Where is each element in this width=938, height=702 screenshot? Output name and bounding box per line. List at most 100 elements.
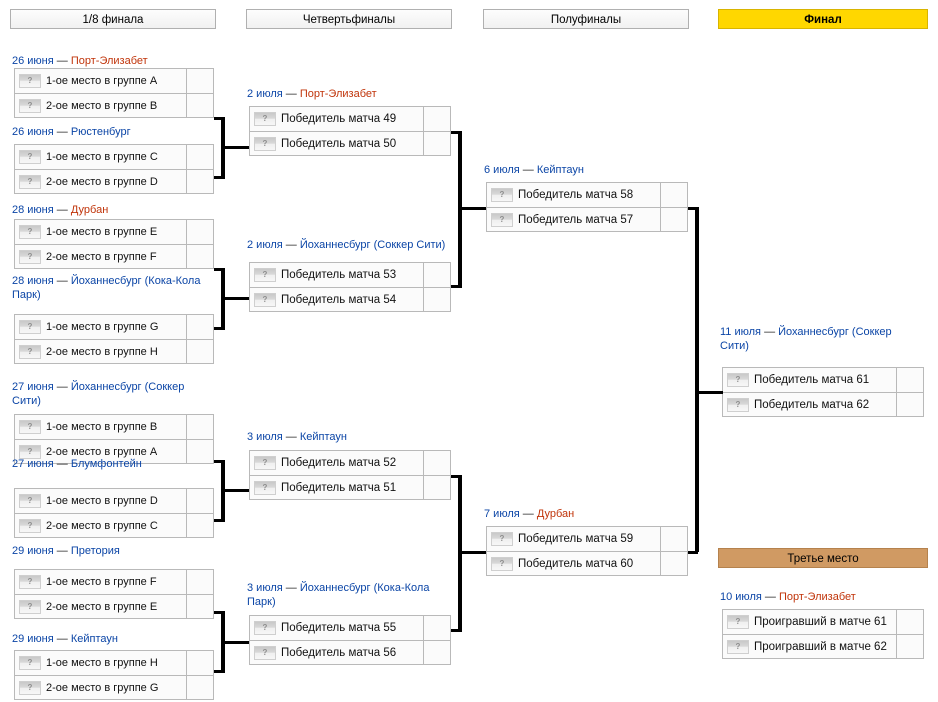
match-date[interactable]: 10 июля — [720, 591, 762, 603]
team-row[interactable]: ?Победитель матча 58 — [487, 183, 687, 207]
team-row[interactable]: ?Победитель матча 53 — [250, 263, 450, 287]
caption-separator: — — [282, 582, 300, 594]
match-date[interactable]: 7 июля — [484, 508, 520, 520]
match-venue[interactable]: Йоханнесбург (Соккер Сити) — [299, 239, 446, 251]
match-venue[interactable]: Порт-Элизабет — [299, 88, 377, 100]
match-date[interactable]: 6 июля — [484, 164, 520, 176]
caption-separator: — — [53, 55, 71, 67]
team-cell: ?Победитель матча 59 — [487, 527, 661, 551]
team-row[interactable]: ?Победитель матча 50 — [250, 131, 450, 155]
match-venue[interactable]: Порт-Элизабет — [70, 55, 148, 67]
match-date[interactable]: 2 июля — [247, 239, 283, 251]
team-row[interactable]: ?Победитель матча 55 — [250, 616, 450, 640]
match-box-r16-7[interactable]: ?1-ое место в группе F?2-ое место в груп… — [14, 569, 214, 619]
team-cell: ?2-ое место в группе H — [15, 340, 187, 363]
caption-separator: — — [53, 381, 71, 393]
match-date[interactable]: 2 июля — [247, 88, 283, 100]
team-cell: ?Победитель матча 51 — [250, 476, 424, 499]
unknown-flag-icon: ? — [254, 136, 276, 151]
match-date[interactable]: 11 июля — [720, 326, 762, 338]
team-row[interactable]: ?Проигравший в матче 62 — [723, 634, 923, 658]
team-row[interactable]: ?1-ое место в группе B — [15, 415, 213, 439]
match-box-sf-2[interactable]: ?Победитель матча 59?Победитель матча 60 — [486, 526, 688, 576]
team-row[interactable]: ?1-ое место в группе D — [15, 489, 213, 513]
match-box-qf-4[interactable]: ?Победитель матча 55?Победитель матча 56 — [249, 615, 451, 665]
match-box-third-place[interactable]: ?Проигравший в матче 61?Проигравший в ма… — [722, 609, 924, 659]
match-date[interactable]: 28 июня — [12, 204, 54, 216]
match-venue[interactable]: Йоханнесбург (Соккер Сити) — [720, 326, 892, 352]
unknown-flag-icon: ? — [19, 680, 41, 695]
match-date[interactable]: 29 июня — [12, 545, 54, 557]
match-box-qf-2[interactable]: ?Победитель матча 53?Победитель матча 54 — [249, 262, 451, 312]
match-venue[interactable]: Кейптаун — [70, 633, 118, 645]
unknown-flag-icon: ? — [727, 373, 749, 387]
match-date[interactable]: 28 июня — [12, 275, 54, 287]
team-row[interactable]: ?2-ое место в группе D — [15, 169, 213, 193]
team-row[interactable]: ?Победитель матча 52 — [250, 451, 450, 475]
team-row[interactable]: ?2-ое место в группе E — [15, 594, 213, 618]
team-cell: ?Победитель матча 61 — [723, 368, 897, 392]
match-venue[interactable]: Йоханнесбург (Кока-Кола Парк) — [12, 275, 201, 301]
team-row[interactable]: ?1-ое место в группе A — [15, 69, 213, 93]
match-venue[interactable]: Кейптаун — [299, 431, 347, 443]
team-cell: ?2-ое место в группе G — [15, 676, 187, 699]
match-date[interactable]: 27 июня — [12, 458, 54, 470]
team-row[interactable]: ?2-ое место в группе F — [15, 244, 213, 268]
team-row[interactable]: ?Победитель матча 56 — [250, 640, 450, 664]
match-date[interactable]: 26 июня — [12, 55, 54, 67]
match-venue[interactable]: Рюстенбург — [70, 126, 131, 138]
team-row[interactable]: ?2-ое место в группе C — [15, 513, 213, 537]
match-box-r16-3[interactable]: ?1-ое место в группе E?2-ое место в груп… — [14, 219, 214, 269]
match-venue[interactable]: Дурбан — [536, 508, 575, 520]
team-row[interactable]: ?Победитель матча 49 — [250, 107, 450, 131]
team-row[interactable]: ?1-ое место в группе G — [15, 315, 213, 339]
team-row[interactable]: ?Победитель матча 51 — [250, 475, 450, 499]
unknown-flag-icon: ? — [19, 225, 41, 239]
match-venue[interactable]: Порт-Элизабет — [778, 591, 856, 603]
match-caption-qf-3: 3 июля — Кейптаун — [247, 430, 467, 444]
match-venue[interactable]: Кейптаун — [536, 164, 584, 176]
team-row[interactable]: ?1-ое место в группе F — [15, 570, 213, 594]
match-date[interactable]: 3 июля — [247, 431, 283, 443]
team-cell: ?1-ое место в группе A — [15, 69, 187, 93]
match-box-sf-1[interactable]: ?Победитель матча 58?Победитель матча 57 — [486, 182, 688, 232]
team-row[interactable]: ?2-ое место в группе H — [15, 339, 213, 363]
match-box-r16-2[interactable]: ?1-ое место в группе C?2-ое место в груп… — [14, 144, 214, 194]
match-venue[interactable]: Дурбан — [70, 204, 109, 216]
team-row[interactable]: ?2-ое место в группе A — [15, 439, 213, 463]
match-box-r16-4[interactable]: ?1-ое место в группе G?2-ое место в груп… — [14, 314, 214, 364]
score-cell — [424, 476, 450, 499]
match-venue[interactable]: Йоханнесбург (Кока-Кола Парк) — [247, 582, 430, 608]
team-row[interactable]: ?Победитель матча 59 — [487, 527, 687, 551]
team-row[interactable]: ?Победитель матча 57 — [487, 207, 687, 231]
team-row[interactable]: ?Победитель матча 61 — [723, 368, 923, 392]
team-row[interactable]: ?2-ое место в группе B — [15, 93, 213, 117]
caption-separator: — — [53, 458, 71, 470]
match-date[interactable]: 3 июля — [247, 582, 283, 594]
team-row[interactable]: ?Победитель матча 54 — [250, 287, 450, 311]
match-venue[interactable]: Йоханнесбург (Соккер Сити) — [12, 381, 185, 407]
match-date[interactable]: 29 июня — [12, 633, 54, 645]
team-row[interactable]: ?Победитель матча 60 — [487, 551, 687, 575]
match-box-final[interactable]: ?Победитель матча 61?Победитель матча 62 — [722, 367, 924, 417]
team-row[interactable]: ?Проигравший в матче 61 — [723, 610, 923, 634]
match-box-r16-5[interactable]: ?1-ое место в группе B?2-ое место в груп… — [14, 414, 214, 464]
match-box-qf-3[interactable]: ?Победитель матча 52?Победитель матча 51 — [249, 450, 451, 500]
match-date[interactable]: 27 июня — [12, 381, 54, 393]
team-name: Победитель матча 53 — [281, 269, 397, 281]
match-caption-sf-2: 7 июля — Дурбан — [484, 507, 704, 521]
team-row[interactable]: ?Победитель матча 62 — [723, 392, 923, 416]
match-box-qf-1[interactable]: ?Победитель матча 49?Победитель матча 50 — [249, 106, 451, 156]
team-row[interactable]: ?2-ое место в группе G — [15, 675, 213, 699]
match-venue[interactable]: Претория — [70, 545, 120, 557]
team-cell: ?2-ое место в группе C — [15, 514, 187, 537]
match-box-r16-8[interactable]: ?1-ое место в группе H?2-ое место в груп… — [14, 650, 214, 700]
team-row[interactable]: ?1-ое место в группе E — [15, 220, 213, 244]
team-row[interactable]: ?1-ое место в группе C — [15, 145, 213, 169]
match-box-r16-1[interactable]: ?1-ое место в группе A?2-ое место в груп… — [14, 68, 214, 118]
match-date[interactable]: 26 июня — [12, 126, 54, 138]
match-box-r16-6[interactable]: ?1-ое место в группе D?2-ое место в груп… — [14, 488, 214, 538]
match-venue[interactable]: Блумфонтейн — [70, 458, 142, 470]
team-row[interactable]: ?1-ое место в группе H — [15, 651, 213, 675]
team-name: 2-ое место в группе D — [46, 175, 158, 188]
